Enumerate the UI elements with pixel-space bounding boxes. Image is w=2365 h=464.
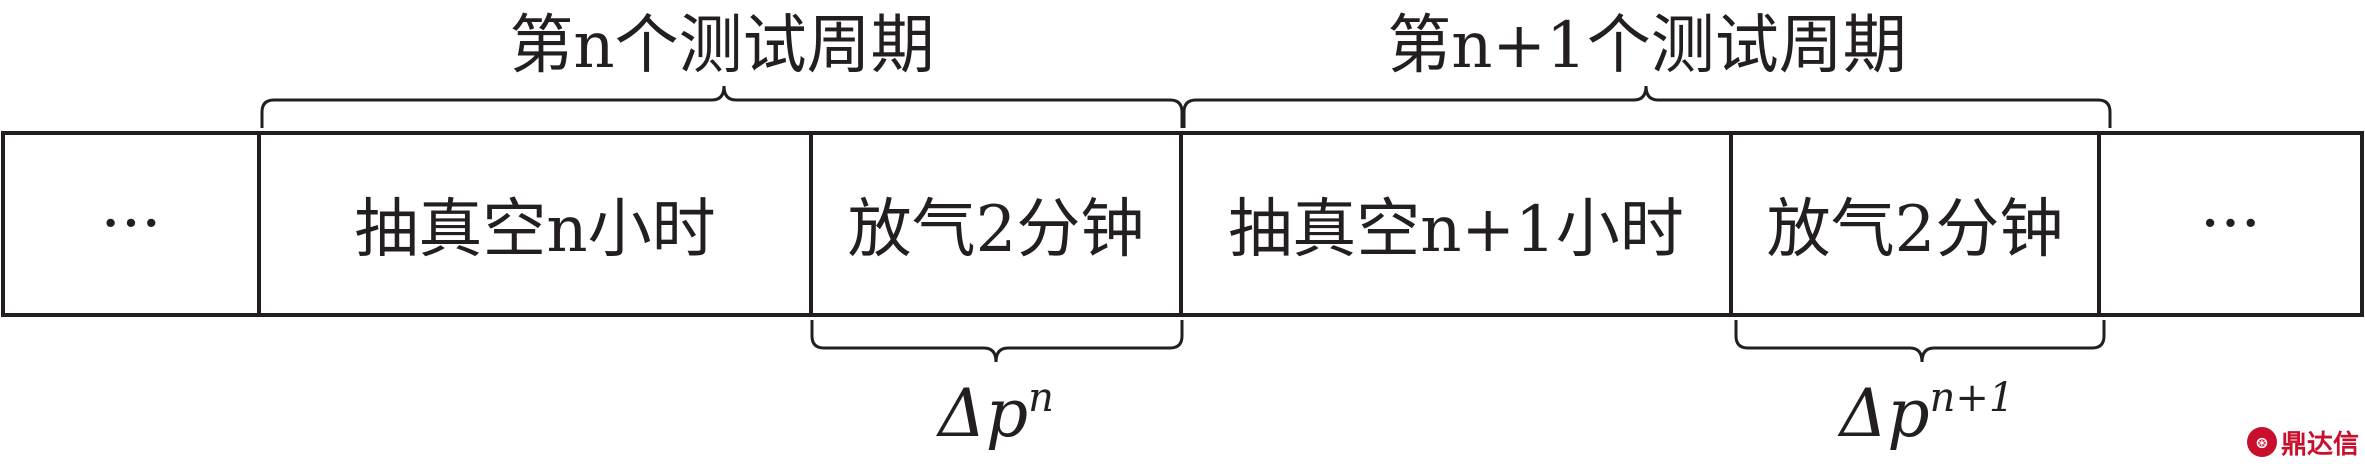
cell-vent-n1: 放气2分钟 xyxy=(1766,193,2064,267)
cell-vent-n: 放气2分钟 xyxy=(847,193,1145,267)
logo-text: 鼎达信 xyxy=(2280,429,2359,460)
delta-symbol: Δp xyxy=(1839,375,1930,452)
logo-icon: ⊛ xyxy=(2246,427,2277,457)
cell-vacuum-n: 抽真空n小时 xyxy=(354,193,716,267)
delta-subscript: n xyxy=(1028,375,1054,421)
brace-delta-n1 xyxy=(1734,320,2106,363)
period-label-n: 第n个测试周期 xyxy=(509,9,935,83)
watermark-logo: ⊛ 鼎达信 xyxy=(2246,422,2359,462)
period-label-n1: 第n+1个测试周期 xyxy=(1387,9,1907,83)
brace-delta-n xyxy=(810,320,1184,363)
brace-period-n xyxy=(260,85,1184,128)
delta-symbol: Δp xyxy=(938,375,1029,452)
cell-ellipsis-left: ··· xyxy=(100,187,162,261)
brace-period-n1 xyxy=(1182,85,2112,128)
cell-ellipsis-right: ··· xyxy=(2199,187,2262,261)
cell-vacuum-n1: 抽真空n+1小时 xyxy=(1228,193,1684,267)
delta-subscript: n+1 xyxy=(1929,375,2015,421)
